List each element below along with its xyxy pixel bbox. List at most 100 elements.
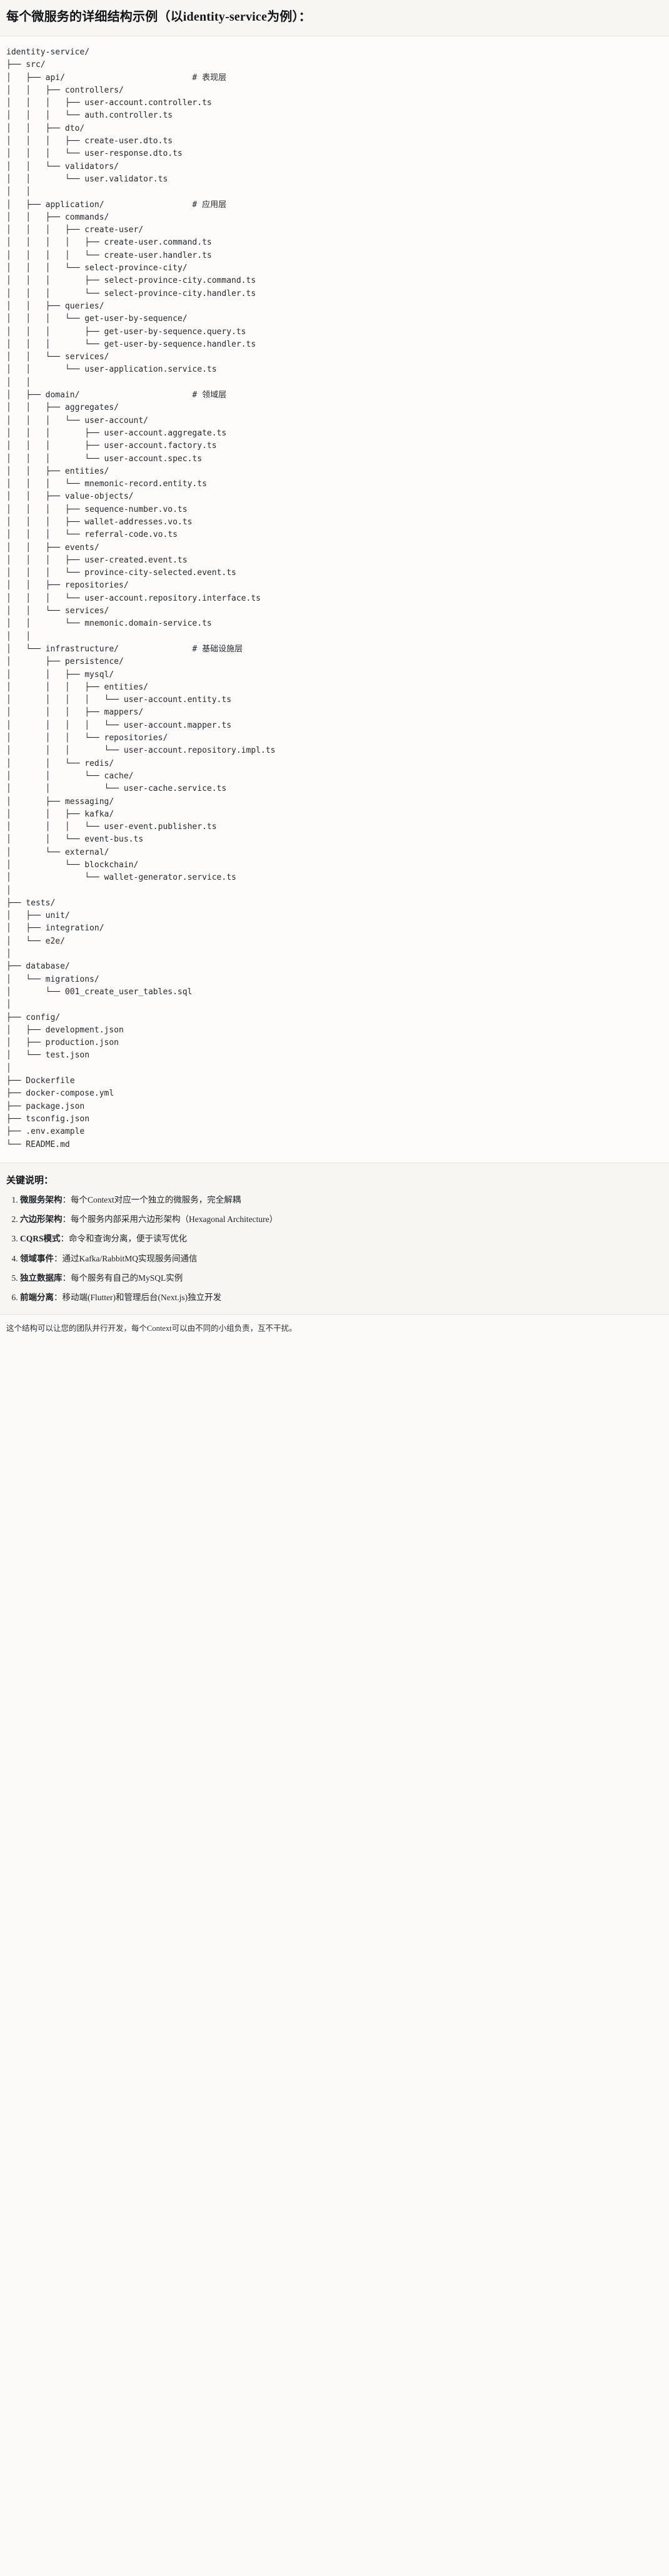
key-note-term: 微服务架构 (20, 1194, 63, 1204)
tree-line: │ │ └── validators/ (6, 161, 119, 171)
tree-line: │ │ │ ├── user-account.factory.ts (6, 441, 217, 451)
tree-line: │ │ │ ├── wallet-addresses.vo.ts (6, 517, 193, 527)
tree-line: │ (6, 949, 11, 959)
tree-line: │ │ │ │ └── user-account.mapper.ts (6, 720, 232, 730)
tree-line: │ ├── application/ # 应用层 (6, 200, 227, 210)
tree-line: │ └── migrations/ (6, 974, 99, 984)
tree-line: │ (6, 885, 11, 895)
tree-line: │ │ │ └── mnemonic-record.entity.ts (6, 479, 207, 489)
key-note-description: ：每个服务内部采用六边形架构（Hexagonal Architecture） (62, 1214, 278, 1224)
tree-line: │ │ │ └── select-province-city/ (6, 263, 188, 273)
tree-line: │ │ │ ├── user-account.aggregate.ts (6, 428, 227, 438)
document-page: 每个微服务的详细结构示例（以identity-service为例）： ident… (0, 0, 669, 1343)
tree-line: │ │ (6, 377, 31, 387)
key-note-term: 独立数据库 (20, 1273, 63, 1283)
tree-line: │ └── 001_create_user_tables.sql (6, 987, 193, 997)
tree-line: │ │ ├── queries/ (6, 301, 104, 311)
key-note-item: 领域事件：通过Kafka/RabbitMQ实现服务间通信 (20, 1253, 663, 1265)
tree-line: │ │ │ └── user-account/ (6, 415, 148, 425)
tree-line: ├── .env.example (6, 1127, 85, 1137)
tree-line: │ │ (6, 631, 31, 641)
key-note-term: 领域事件 (20, 1253, 54, 1263)
tree-line: │ │ ├── controllers/ (6, 85, 124, 95)
key-note-term: CQRS模式 (20, 1234, 61, 1244)
tree-line: ├── tsconfig.json (6, 1114, 90, 1124)
tree-line: │ │ └── user-application.service.ts (6, 365, 217, 375)
tree-line: │ ├── unit/ (6, 911, 70, 921)
directory-tree: identity-service/ ├── src/ │ ├── api/ # 表现… (6, 46, 663, 1151)
tree-line: │ ├── integration/ (6, 924, 104, 934)
tree-line: │ │ ├── events/ (6, 542, 99, 552)
tree-line: │ │ │ ├── user-created.event.ts (6, 555, 188, 565)
key-notes-section: 关键说明： 微服务架构：每个Context对应一个独立的微服务，完全解耦六边形架… (0, 1163, 669, 1315)
tree-line: │ │ │ ├── sequence-number.vo.ts (6, 504, 188, 514)
footer-paragraph: 这个结构可以让您的团队并行开发，每个Context可以由不同的小组负责，互不干扰… (6, 1324, 297, 1333)
tree-line: │ │ │ │ └── user-account.entity.ts (6, 695, 232, 705)
tree-line: │ │ │ └── select-province-city.handler.t… (6, 288, 256, 298)
tree-line: │ │ │ └── auth.controller.ts (6, 111, 173, 121)
tree-line: │ │ ├── value-objects/ (6, 492, 134, 502)
tree-line: │ ├── domain/ # 领域层 (6, 390, 227, 400)
tree-line: │ │ │ ├── user-account.controller.ts (6, 98, 212, 108)
tree-line: │ │ ├── mysql/ (6, 669, 114, 680)
tree-line: │ │ ├── commands/ (6, 212, 109, 222)
footer-section: 这个结构可以让您的团队并行开发，每个Context可以由不同的小组负责，互不干扰… (0, 1315, 669, 1344)
tree-line: ├── package.json (6, 1101, 85, 1111)
tree-line: │ │ │ ├── entities/ (6, 682, 148, 692)
tree-line: │ (6, 1000, 11, 1010)
tree-line: │ │ │ ├── create-user/ (6, 225, 144, 235)
tree-line: │ │ ├── repositories/ (6, 581, 129, 591)
tree-line: │ │ └── cache/ (6, 771, 134, 781)
tree-line: │ │ │ │ └── create-user.handler.ts (6, 250, 212, 260)
tree-line: │ │ └── mnemonic.domain-service.ts (6, 619, 212, 629)
tree-line: │ │ └── user.validator.ts (6, 174, 168, 184)
key-note-item: 前端分离：移动端(Flutter)和管理后台(Next.js)独立开发 (20, 1291, 663, 1304)
key-note-description: ：命令和查询分离，便于读写优化 (60, 1234, 188, 1244)
directory-tree-content: identity-service/ ├── src/ │ ├── api/ # 表现… (6, 46, 663, 1151)
key-note-term: 前端分离 (20, 1293, 54, 1303)
tree-line: ├── config/ (6, 1012, 61, 1022)
tree-line: │ ├── persistence/ (6, 657, 124, 667)
tree-line: │ │ ├── dto/ (6, 123, 85, 133)
key-note-item: 独立数据库：每个服务有自己的MySQL实例 (20, 1272, 663, 1285)
key-note-description: ：每个Context对应一个独立的微服务，完全解耦 (62, 1194, 241, 1204)
tree-line: ├── tests/ (6, 898, 56, 908)
tree-line: │ │ │ └── province-city-selected.event.t… (6, 568, 236, 578)
title-section: 每个微服务的详细结构示例（以identity-service为例）： (0, 0, 669, 36)
tree-line: identity-service/ (6, 48, 90, 57)
key-note-item: 六边形架构：每个服务内部采用六边形架构（Hexagonal Architectu… (20, 1213, 663, 1226)
tree-line: │ │ │ └── user-event.publisher.ts (6, 822, 217, 832)
tree-line: │ │ └── services/ (6, 352, 109, 362)
tree-line: │ │ │ ├── select-province-city.command.t… (6, 276, 256, 286)
tree-line: │ │ └── event-bus.ts (6, 835, 144, 845)
tree-line: │ └── wallet-generator.service.ts (6, 873, 236, 883)
tree-line: │ │ │ └── user-account.repository.interf… (6, 593, 261, 603)
tree-line: ├── database/ (6, 962, 70, 972)
tree-line: │ │ │ └── get-user-by-sequence/ (6, 314, 188, 324)
tree-line: ├── src/ (6, 60, 46, 70)
tree-line: │ │ (6, 187, 31, 197)
tree-line: │ │ │ └── repositories/ (6, 733, 168, 743)
tree-line: │ └── external/ (6, 847, 109, 857)
tree-line: │ │ │ └── get-user-by-sequence.handler.t… (6, 339, 256, 349)
tree-line: │ │ └── redis/ (6, 758, 114, 768)
key-note-term: 六边形架构 (20, 1214, 63, 1224)
directory-tree-section: identity-service/ ├── src/ │ ├── api/ # 表现… (0, 36, 669, 1163)
key-notes-list: 微服务架构：每个Context对应一个独立的微服务，完全解耦六边形架构：每个服务… (6, 1194, 663, 1305)
tree-line: │ │ │ ├── mappers/ (6, 708, 144, 718)
key-note-item: CQRS模式：命令和查询分离，便于读写优化 (20, 1233, 663, 1245)
key-note-item: 微服务架构：每个Context对应一个独立的微服务，完全解耦 (20, 1194, 663, 1206)
tree-line: │ ├── api/ # 表现层 (6, 73, 227, 83)
tree-line: │ ├── development.json (6, 1025, 124, 1035)
tree-line: │ │ ├── kafka/ (6, 809, 114, 819)
tree-line: │ └── blockchain/ (6, 860, 139, 870)
key-notes-heading: 关键说明： (6, 1175, 54, 1186)
tree-line: │ └── e2e/ (6, 936, 65, 946)
tree-line: │ └── infrastructure/ # 基础设施层 (6, 644, 243, 654)
tree-line: │ ├── production.json (6, 1038, 119, 1048)
tree-line: │ ├── messaging/ (6, 797, 114, 807)
key-note-description: ：每个服务有自己的MySQL实例 (62, 1273, 183, 1283)
tree-line: │ │ ├── entities/ (6, 466, 109, 476)
tree-line: │ │ │ └── user-account.spec.ts (6, 454, 203, 464)
tree-line: │ │ │ └── referral-code.vo.ts (6, 530, 178, 540)
